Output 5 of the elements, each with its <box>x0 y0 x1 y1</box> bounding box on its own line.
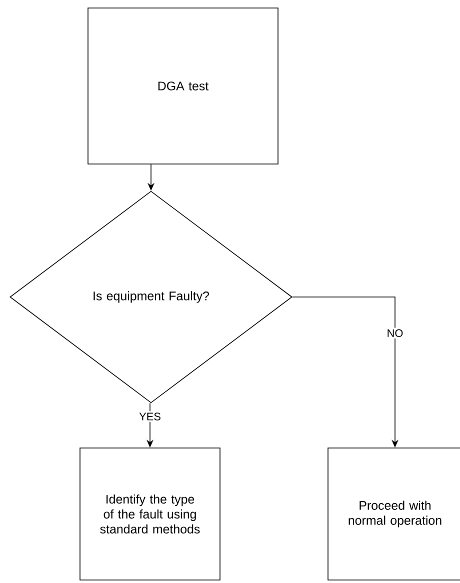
edge-label: YES <box>138 411 162 422</box>
process-box: Identify the type of the fault using standard methods <box>80 448 220 580</box>
edge-label: NO <box>385 328 405 338</box>
process-box: Proceed with normal operation <box>328 448 460 580</box>
process-box: DGA test <box>88 8 278 164</box>
